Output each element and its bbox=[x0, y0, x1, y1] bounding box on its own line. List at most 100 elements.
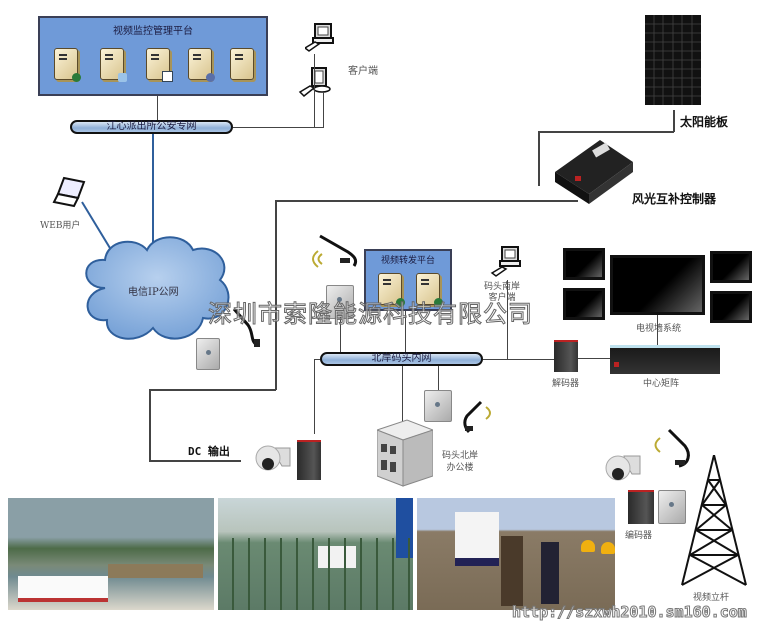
desktop-computer-icon bbox=[490, 246, 521, 277]
wireless-signal-icon bbox=[485, 406, 491, 420]
monitor-icon bbox=[710, 251, 752, 283]
globe-icon bbox=[396, 298, 405, 307]
connector bbox=[149, 389, 276, 391]
dock-client-line: 码头南岸 bbox=[484, 282, 521, 292]
connector bbox=[323, 92, 324, 128]
platform-title: 视频监控管理平台 bbox=[113, 26, 193, 37]
connector bbox=[402, 366, 403, 426]
wireless-antenna-icon bbox=[232, 308, 260, 347]
connector bbox=[438, 366, 439, 390]
desktop-computer-icon bbox=[305, 23, 334, 52]
platform-title: 视频转发平台 bbox=[380, 256, 435, 266]
globe-icon bbox=[434, 298, 443, 307]
connector bbox=[405, 311, 406, 353]
document-icon bbox=[162, 71, 173, 82]
photo-workers-ferry bbox=[417, 498, 615, 610]
connector bbox=[314, 54, 315, 128]
wireless-access-point-icon bbox=[196, 338, 220, 370]
wireless-antenna-icon bbox=[463, 400, 483, 434]
globe-icon bbox=[72, 73, 81, 82]
helmet-shape bbox=[601, 542, 615, 554]
connector bbox=[483, 359, 556, 360]
monitor-icon bbox=[710, 291, 752, 323]
encoder-icon bbox=[628, 490, 654, 524]
office-label-line: 办公楼 bbox=[446, 463, 474, 473]
connector bbox=[149, 460, 241, 462]
desktop-computer-icon bbox=[298, 67, 331, 98]
server-icon bbox=[230, 48, 254, 80]
office-label: 码头北岸 办公楼 bbox=[442, 450, 478, 474]
boat-shape bbox=[18, 576, 108, 602]
connector bbox=[275, 200, 578, 202]
video-pole-label: 视频立杆 bbox=[693, 593, 730, 603]
connector bbox=[275, 200, 277, 390]
wireless-access-point-icon bbox=[658, 490, 686, 524]
railing bbox=[218, 538, 413, 610]
connector bbox=[673, 110, 675, 132]
solar-panel-label: 太阳能板 bbox=[680, 115, 729, 129]
database-icon bbox=[118, 73, 127, 82]
ptz-camera-icon bbox=[605, 455, 641, 481]
dock-client-label: 码头南岸 客户端 bbox=[484, 282, 520, 304]
connector bbox=[152, 134, 154, 244]
central-matrix-icon bbox=[610, 345, 720, 374]
large-monitor-icon bbox=[610, 255, 705, 315]
connector bbox=[340, 317, 341, 353]
connector bbox=[314, 359, 315, 434]
video-wall-label: 电视墙系统 bbox=[636, 324, 682, 334]
web-user-label: WEB用户 bbox=[40, 221, 81, 231]
server-icon bbox=[416, 273, 443, 307]
encoder-icon bbox=[297, 440, 321, 480]
company-watermark: 深圳市索隆能源科技有限公司 bbox=[208, 300, 533, 329]
worker-shape bbox=[501, 536, 523, 606]
telecom-cloud-label: 电信IP公网 bbox=[128, 287, 179, 298]
photo-dock-railing bbox=[218, 498, 413, 610]
office-label-line: 码头北岸 bbox=[442, 451, 479, 461]
connector bbox=[538, 131, 540, 186]
decoder-label: 解码器 bbox=[552, 379, 580, 389]
encoder-label: 编码器 bbox=[625, 531, 653, 541]
wireless-signal-icon bbox=[654, 437, 661, 453]
laptop-icon bbox=[52, 176, 86, 208]
dock-network-bus: 北岸码头内网 bbox=[320, 352, 483, 366]
power-indicator bbox=[614, 362, 619, 367]
connector bbox=[578, 358, 610, 359]
wireless-access-point-icon bbox=[424, 390, 452, 422]
police-network-bus: 江心派出所公安专网 bbox=[70, 120, 233, 134]
telecom-cloud bbox=[85, 236, 230, 340]
wireless-antenna-icon bbox=[319, 234, 358, 267]
connector bbox=[149, 389, 151, 461]
solar-wind-controller-icon bbox=[555, 140, 633, 204]
client-label: 客户端 bbox=[348, 66, 378, 77]
dc-output-label: DC 输出 bbox=[188, 445, 230, 458]
user-icon bbox=[206, 73, 215, 82]
video-forward-platform: 视频转发平台 bbox=[364, 249, 452, 311]
server-icon bbox=[54, 48, 81, 82]
decoder-icon bbox=[554, 340, 578, 372]
boat-shape bbox=[108, 564, 203, 578]
server-icon bbox=[188, 48, 215, 82]
connector bbox=[314, 359, 320, 360]
url-watermark: http://szxwh2010.sm160.com bbox=[512, 603, 748, 622]
office-building-icon bbox=[377, 419, 433, 487]
monitor-icon bbox=[563, 248, 605, 280]
controller-label: 风光互补控制器 bbox=[632, 192, 717, 206]
server-icon bbox=[146, 48, 173, 82]
wireless-signal-icon bbox=[312, 250, 323, 268]
connector bbox=[157, 96, 158, 120]
video-pole-tower-icon bbox=[681, 455, 747, 586]
ptz-camera-icon bbox=[255, 445, 291, 471]
matrix-label: 中心矩阵 bbox=[643, 379, 680, 389]
wireless-antenna-icon bbox=[667, 428, 690, 468]
connector bbox=[657, 315, 658, 345]
ferry-shape bbox=[455, 512, 499, 566]
server-icon bbox=[100, 48, 127, 82]
connector bbox=[507, 280, 508, 360]
server-icon bbox=[378, 273, 405, 307]
connector bbox=[233, 127, 323, 128]
monitor-icon bbox=[563, 288, 605, 320]
connector bbox=[538, 131, 674, 133]
video-management-platform: 视频监控管理平台 bbox=[38, 16, 268, 96]
photo-dock-boats bbox=[8, 498, 214, 610]
dock-client-line: 客户端 bbox=[488, 293, 516, 303]
